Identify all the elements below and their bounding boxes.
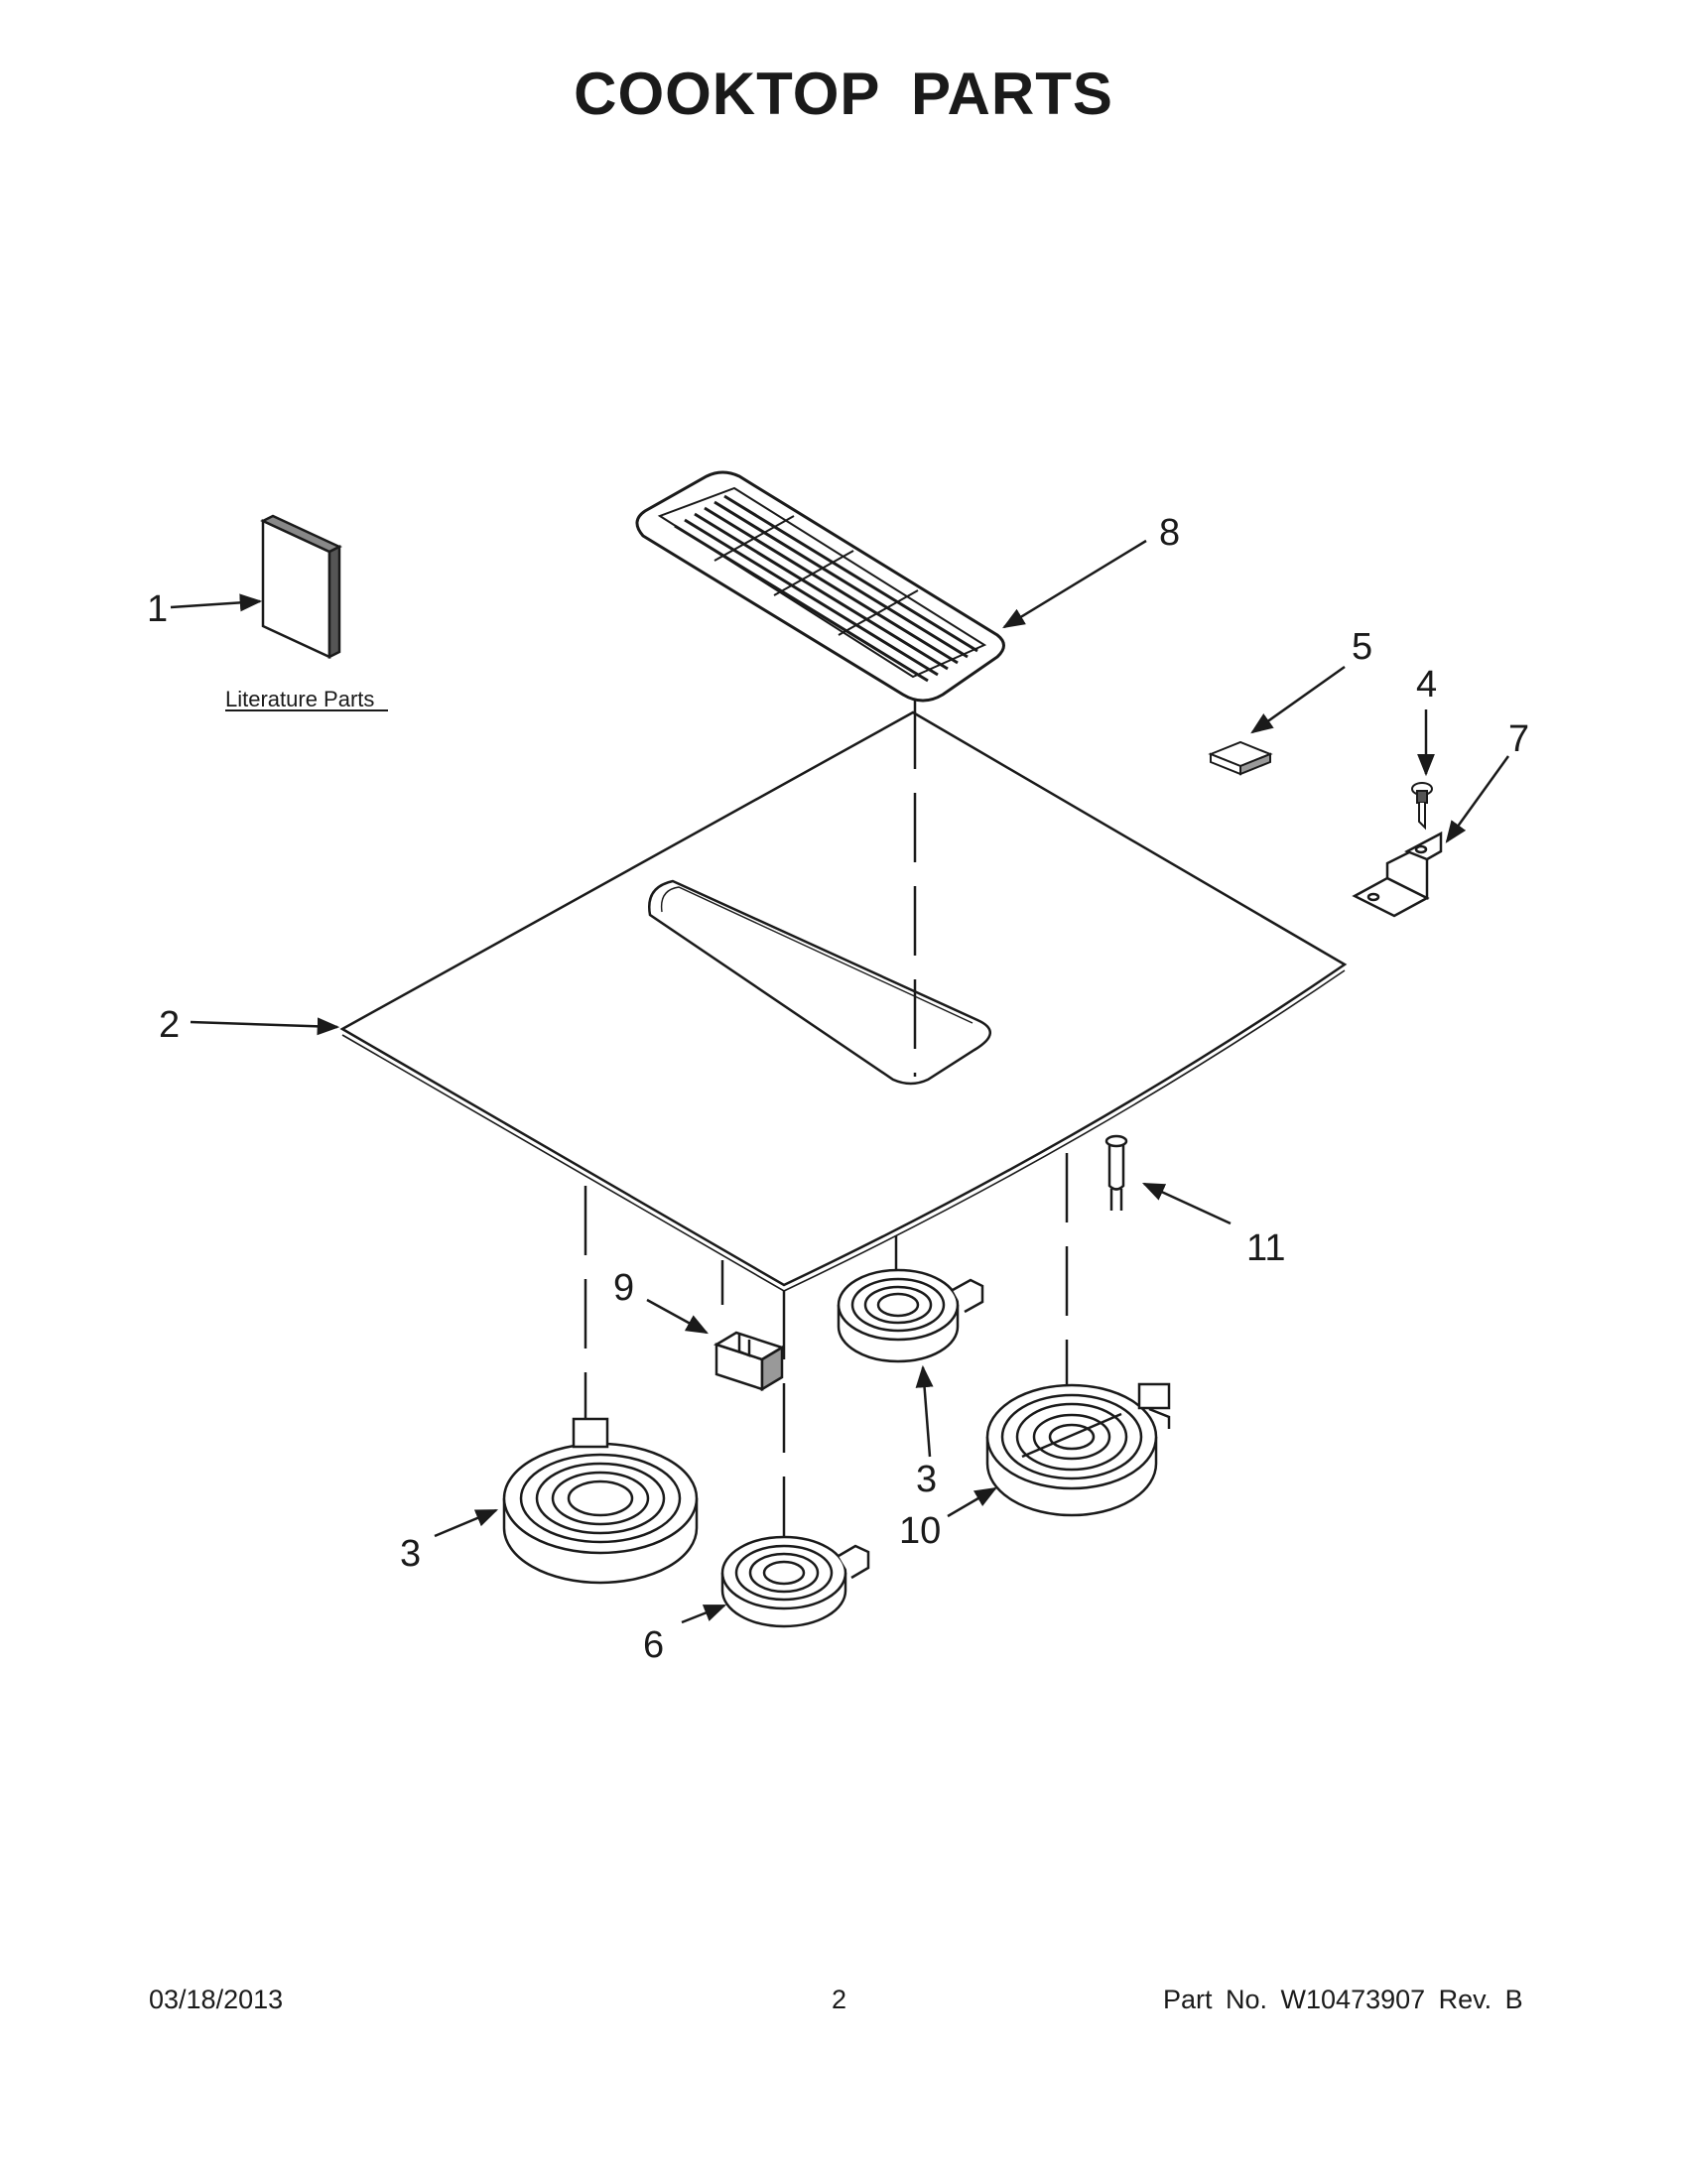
radiant-element-small-center: [837, 1268, 984, 1363]
callout-3-left: 3: [400, 1533, 421, 1575]
radiant-element-large-left: [502, 1417, 699, 1585]
literature-parts-label: Literature Parts: [225, 687, 374, 711]
callout-2: 2: [159, 1004, 180, 1046]
callout-9: 9: [613, 1267, 634, 1309]
callout-11: 11: [1246, 1227, 1285, 1269]
callout-7: 7: [1508, 718, 1529, 760]
callout-3-center: 3: [916, 1459, 937, 1500]
callout-4: 4: [1416, 664, 1437, 706]
callout-6: 6: [643, 1624, 664, 1666]
page-title: COOKTOP PARTS: [574, 61, 1113, 127]
leader-arrows: [170, 539, 1510, 1624]
callout-1: 1: [147, 588, 168, 630]
indicator-lamp: [1104, 1134, 1128, 1211]
cooktop-glass: [339, 710, 1348, 1292]
radiant-element-front: [720, 1535, 870, 1628]
screw: [1411, 782, 1433, 831]
footer-part-number: Part No. W10473907 Rev. B: [1163, 1985, 1523, 2014]
footer-page-number: 2: [832, 1985, 847, 2014]
dual-radiant-element: [985, 1382, 1171, 1517]
callout-5: 5: [1352, 626, 1372, 668]
bracket: [1352, 831, 1443, 918]
callout-8: 8: [1159, 512, 1180, 554]
vent-grille: [635, 470, 1005, 703]
footer-date: 03/18/2013: [149, 1985, 284, 2014]
callout-10: 10: [899, 1510, 941, 1552]
literature-booklet: [260, 514, 342, 660]
clip: [714, 1331, 785, 1392]
pad: [1208, 740, 1273, 776]
